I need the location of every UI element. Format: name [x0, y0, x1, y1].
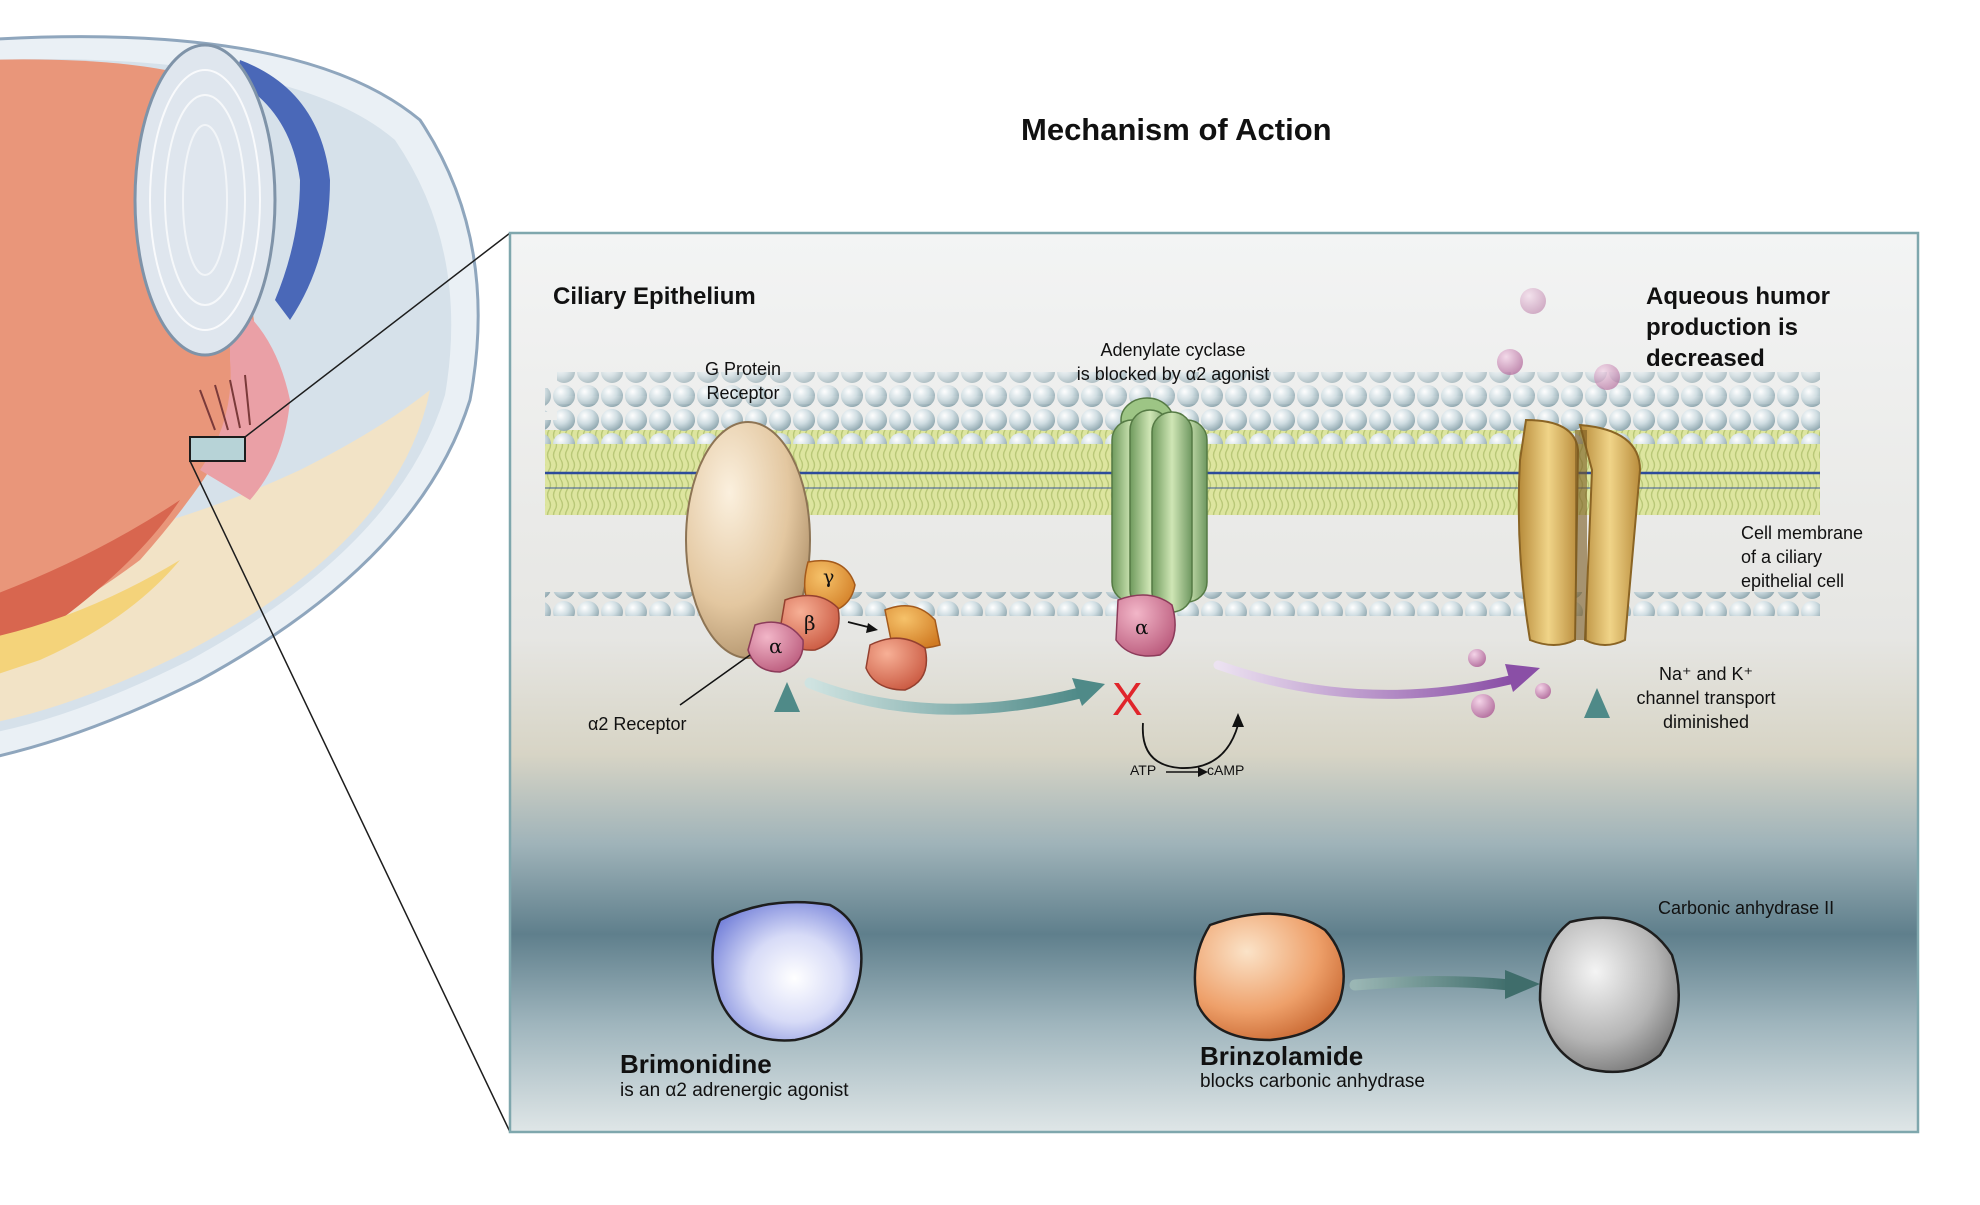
brinzolamide-name: Brinzolamide — [1200, 1041, 1364, 1071]
adenylate-cyclase — [1111, 397, 1208, 613]
eye-cross-section — [0, 35, 480, 758]
channel-label: Na⁺ and K⁺ channel transport diminished — [1636, 664, 1776, 732]
brimonidine-arrowhead — [774, 682, 800, 712]
release-arrowhead — [866, 623, 878, 633]
droplet — [1520, 288, 1546, 314]
camp-label: cAMP — [1207, 762, 1245, 778]
cyclase-alpha-subunit — [1115, 594, 1176, 657]
atp-label: ATP — [1130, 762, 1157, 778]
cyclase-alpha-letter: α — [1135, 615, 1149, 639]
released-beta — [865, 637, 928, 691]
g-protein-receptor-label: G Protein Receptor — [704, 359, 782, 403]
aqueous-humor-label: Aqueous humor production is decreased — [1646, 283, 1830, 372]
beta-letter: β — [804, 611, 816, 635]
brimonidine-desc: is an α2 adrenergic agonist — [620, 1080, 849, 1101]
brinzolamide-arrow — [1349, 976, 1516, 991]
ion-dot — [1535, 683, 1551, 699]
brinzolamide-arrowhead — [1505, 970, 1540, 999]
brimonidine-name: Brimonidine — [620, 1049, 772, 1079]
g-protein-receptor — [685, 421, 811, 659]
ion-dot — [1471, 694, 1495, 718]
brinzolamide-desc: blocks carbonic anhydrase — [1200, 1071, 1425, 1092]
brinzolamide-molecule — [1193, 912, 1345, 1042]
panel-heading: Ciliary Epithelium — [553, 283, 756, 310]
brimonidine-molecule — [711, 900, 863, 1042]
atp-camp-line-head — [1198, 767, 1208, 777]
na-k-channel — [1517, 418, 1642, 646]
zoom-line-top — [244, 232, 511, 438]
adenylate-cyclase-label: Adenylate cyclase is blocked by α2 agoni… — [1076, 340, 1270, 384]
cell-membrane-label: Cell membrane of a ciliary epithelial ce… — [1741, 523, 1864, 591]
activation-arrow — [804, 677, 1086, 715]
alpha2-leader-line — [679, 654, 751, 706]
activation-arrowhead — [1072, 678, 1105, 706]
droplet — [1594, 364, 1620, 390]
alpha-subunit — [747, 621, 804, 673]
gamma-letter: γ — [823, 566, 835, 588]
carbonic-anhydrase-molecule — [1538, 916, 1680, 1074]
zoom-line-bottom — [189, 460, 511, 1133]
atp-camp-cycle — [1141, 722, 1239, 769]
ion-dot — [1468, 649, 1486, 667]
atp-camp-arrowhead — [1232, 713, 1244, 727]
transport-arrowhead — [1505, 664, 1540, 692]
carbonic-anhydrase-arrowhead — [1584, 688, 1610, 718]
diagram-title: Mechanism of Action — [1021, 112, 1332, 147]
droplet — [1497, 349, 1523, 375]
alpha2-receptor-label: α2 Receptor — [588, 714, 687, 734]
carbonic-anhydrase-label: Carbonic anhydrase II — [1658, 898, 1835, 918]
transport-arrow — [1213, 660, 1515, 699]
alpha-letter: α — [769, 634, 783, 658]
blocked-x-mark: X — [1112, 673, 1143, 725]
